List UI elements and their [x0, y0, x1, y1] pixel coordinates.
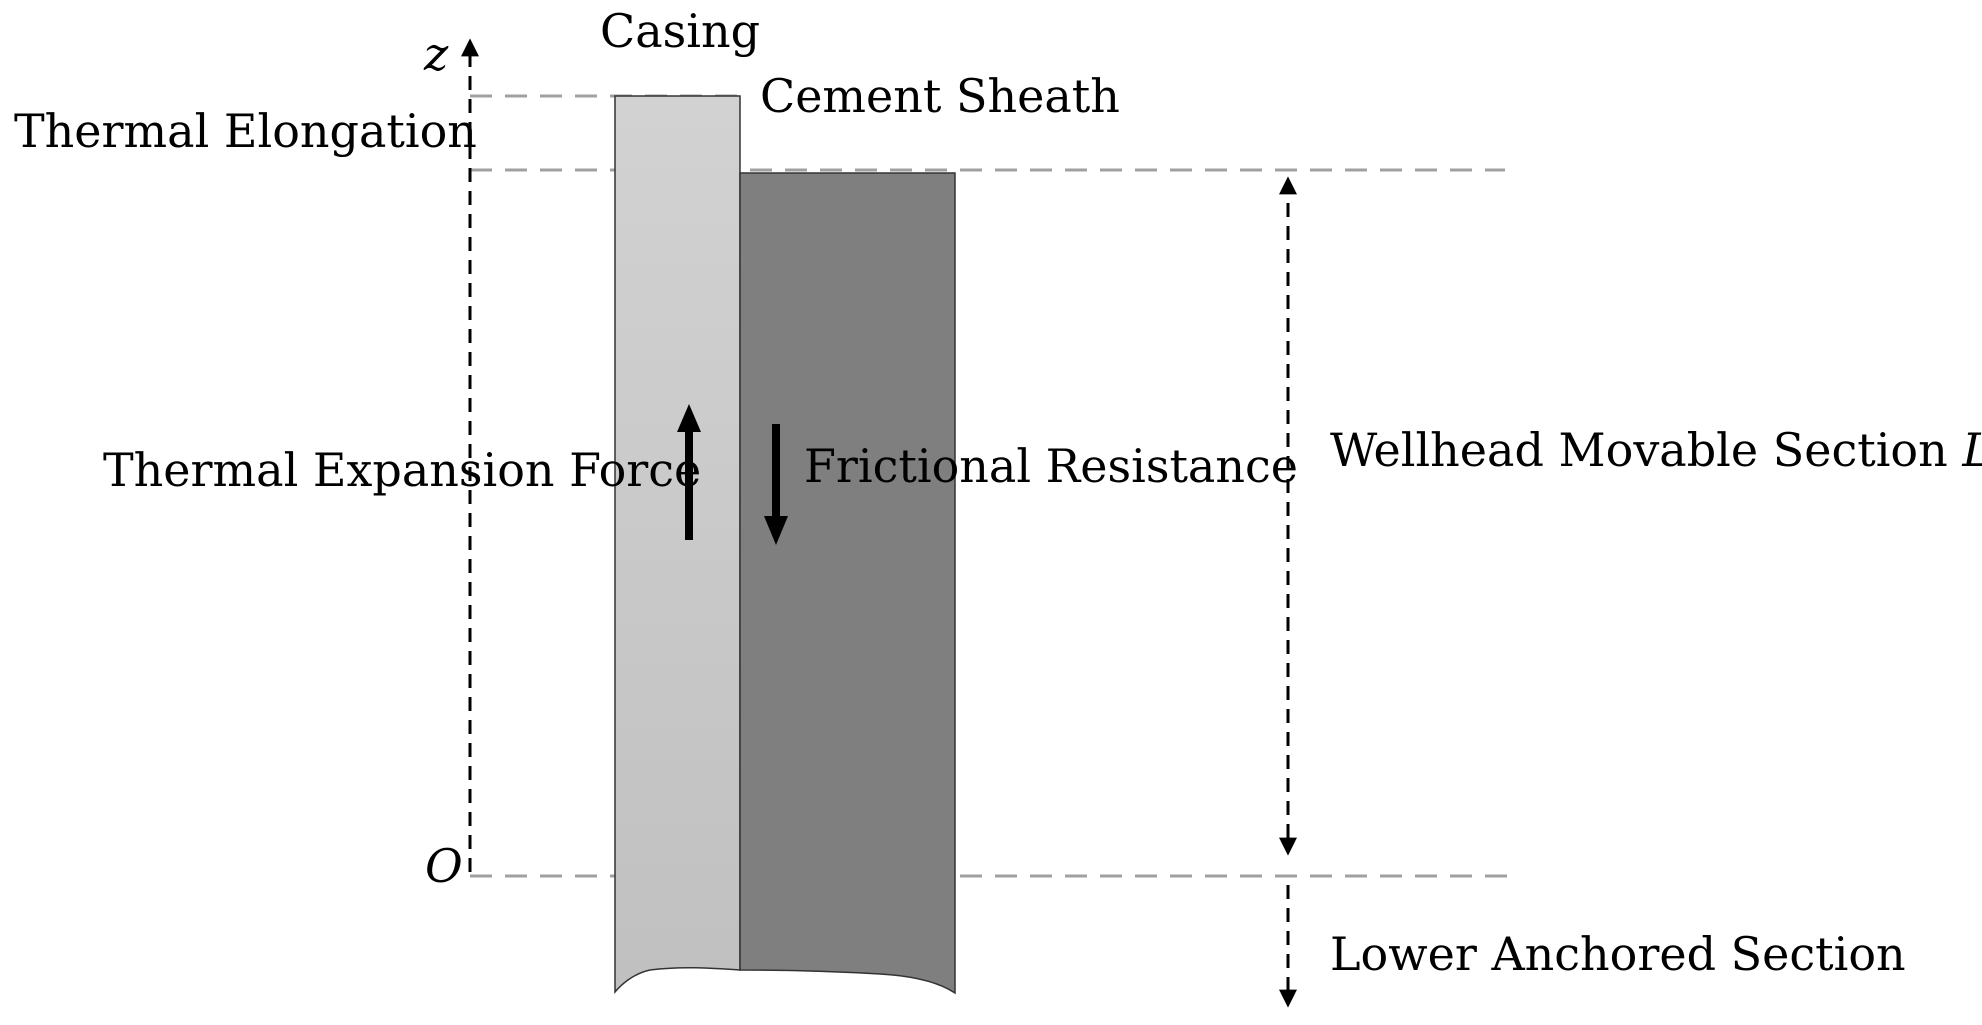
wellhead-movable-section-label: Wellhead Movable Section L1 — [1330, 423, 1982, 484]
casing-column — [614, 95, 741, 995]
wellhead-length-symbol: L — [1961, 423, 1982, 477]
cement-sheath-label: Cement Sheath — [760, 69, 1120, 123]
thermal-elongation-label: Thermal Elongation — [14, 104, 477, 158]
thermal-expansion-force-label: Thermal Expansion Force — [103, 443, 701, 497]
frictional-resistance-arrow — [764, 424, 788, 545]
thermal-expansion-force-arrow — [677, 404, 701, 540]
cement-sheath-column — [739, 172, 956, 995]
frictional-resistance-label: Frictional Resistance — [804, 439, 1298, 493]
casing-label: Casing — [600, 4, 760, 58]
origin-label: O — [425, 839, 463, 893]
wellhead-movable-section-text: Wellhead Movable Section — [1330, 423, 1962, 477]
lower-anchored-section-label: Lower Anchored Section — [1330, 927, 1906, 981]
z-axis-label: z — [423, 27, 449, 81]
